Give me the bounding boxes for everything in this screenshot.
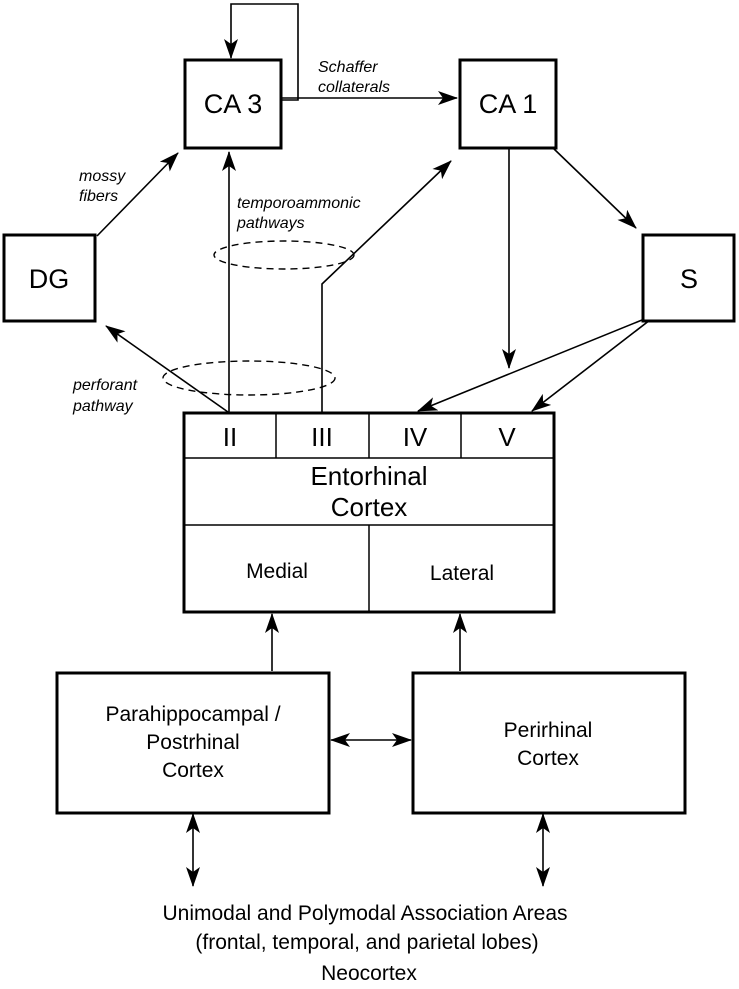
- layer-iii-label: III: [311, 422, 333, 452]
- parahippocampal-label-line1: Parahippocampal /: [105, 703, 280, 726]
- ca3-recurrent-arrow: [224, 3, 299, 101]
- medial-label: Medial: [246, 560, 308, 583]
- neocortex-caption-line2: (frontal, temporal, and parietal lobes): [195, 931, 538, 954]
- ca1-to-subiculum-arrow: [552, 147, 637, 229]
- temporoammonic-label-line1: temporoammonic: [237, 195, 361, 212]
- layer-v-label: V: [498, 422, 516, 452]
- perirhinal-box: [411, 671, 687, 815]
- perforant-bundle: [162, 360, 336, 396]
- parahippocampal-label-line2: Postrhinal: [146, 731, 239, 754]
- temporoammonic-label-line2: pathways: [236, 215, 305, 232]
- mossy-label-line1: mossy: [79, 168, 126, 185]
- parahippocampal-label-line3: Cortex: [162, 759, 224, 782]
- entorhinal-label-line2: Cortex: [331, 492, 408, 522]
- perirhinal-label-line2: Cortex: [517, 747, 579, 770]
- subiculum-to-ec-iv-arrow: [417, 319, 643, 412]
- perforant-label-line2: pathway: [72, 398, 134, 415]
- mossy-label-line2: fibers: [79, 188, 118, 205]
- layer-ii-label: II: [223, 422, 237, 452]
- schaffer-label-line2: collaterals: [318, 79, 390, 96]
- ca3-label: CA 3: [204, 89, 263, 119]
- subiculum-box: [641, 233, 736, 323]
- perforant-pathway-arrow: [105, 325, 229, 413]
- parahippocampal-box: [55, 671, 331, 815]
- ca1-label: CA 1: [479, 89, 538, 119]
- mossy-fibers-arrow: [96, 152, 179, 237]
- subiculum-to-ec-v-arrow: [531, 319, 651, 412]
- neocortex-caption-line1: Unimodal and Polymodal Association Areas: [162, 902, 567, 925]
- entorhinal-label-line1: Entorhinal: [310, 461, 427, 491]
- neocortex-caption-line3: Neocortex: [321, 962, 417, 985]
- temporoammonic-arrow: [321, 160, 452, 412]
- ca3-box: [183, 58, 283, 150]
- lateral-label: Lateral: [430, 562, 494, 585]
- ca1-box: [458, 58, 558, 150]
- schaffer-label-line1: Schaffer: [318, 59, 378, 76]
- dg-label: DG: [29, 264, 70, 294]
- dg-box: [2, 233, 97, 323]
- temporoammonic-bundle: [213, 240, 355, 270]
- perforant-label-line1: perforant: [72, 377, 138, 394]
- subiculum-label: S: [680, 264, 698, 294]
- layer-iv-label: IV: [403, 422, 428, 452]
- perirhinal-label-line1: Perirhinal: [504, 719, 593, 742]
